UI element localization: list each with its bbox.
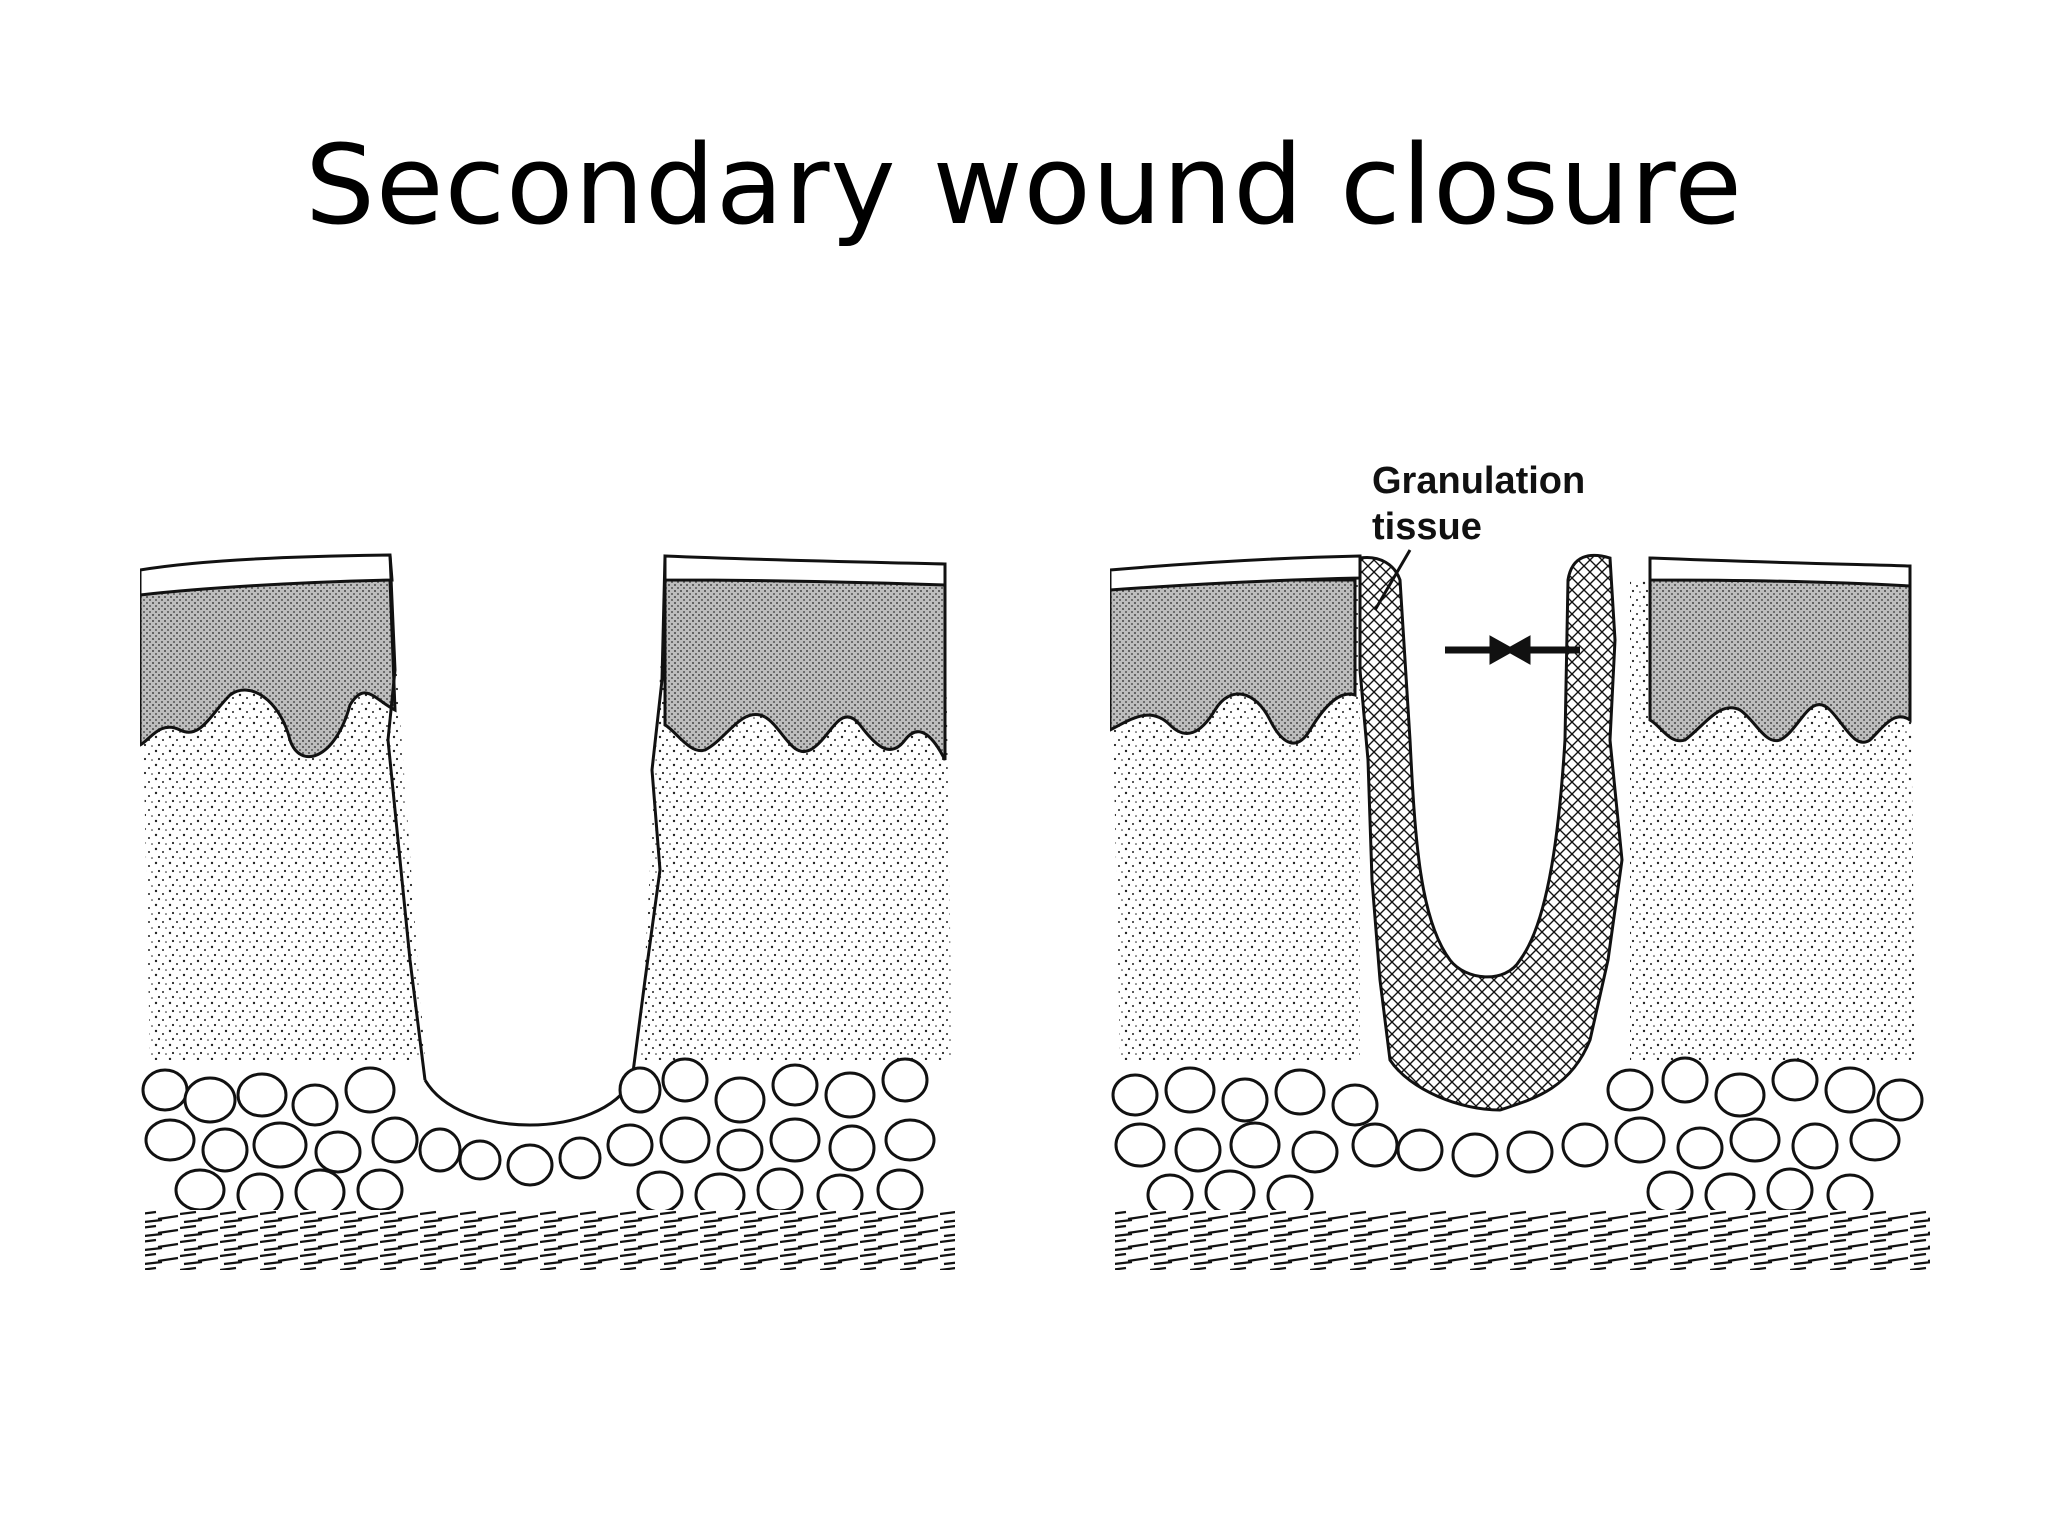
fat-layer — [141, 1057, 936, 1218]
skin-surface-right — [663, 554, 947, 587]
epidermis-right — [663, 578, 947, 761]
callout-leader-line — [1373, 549, 1412, 611]
open-wound-svg — [140, 553, 955, 1270]
arrow-left-icon — [1503, 635, 1580, 665]
fat-layer — [1111, 1056, 1924, 1218]
epidermis-right — [1648, 578, 1912, 744]
fascia-layer — [1115, 1210, 1930, 1270]
granulation-tissue-label: Granulation tissue — [1372, 460, 1586, 548]
epidermis-left — [1110, 578, 1357, 745]
granulation-tissue — [1358, 553, 1624, 1112]
open-wound-diagram — [140, 440, 960, 1280]
slide-title: Secondary wound closure — [305, 121, 1743, 249]
granulating-wound-diagram — [1110, 440, 1940, 1280]
wound-edge-left — [386, 554, 427, 1081]
fascia-layer — [145, 1210, 955, 1270]
arrow-right-icon — [1445, 635, 1517, 665]
epidermis-left — [140, 578, 397, 758]
skin-surface-right — [1648, 556, 1912, 588]
wound-floor — [423, 1079, 634, 1127]
wound-edge-right — [630, 555, 667, 1081]
contraction-arrows — [1445, 635, 1580, 665]
granulating-wound-svg — [1110, 549, 1930, 1270]
